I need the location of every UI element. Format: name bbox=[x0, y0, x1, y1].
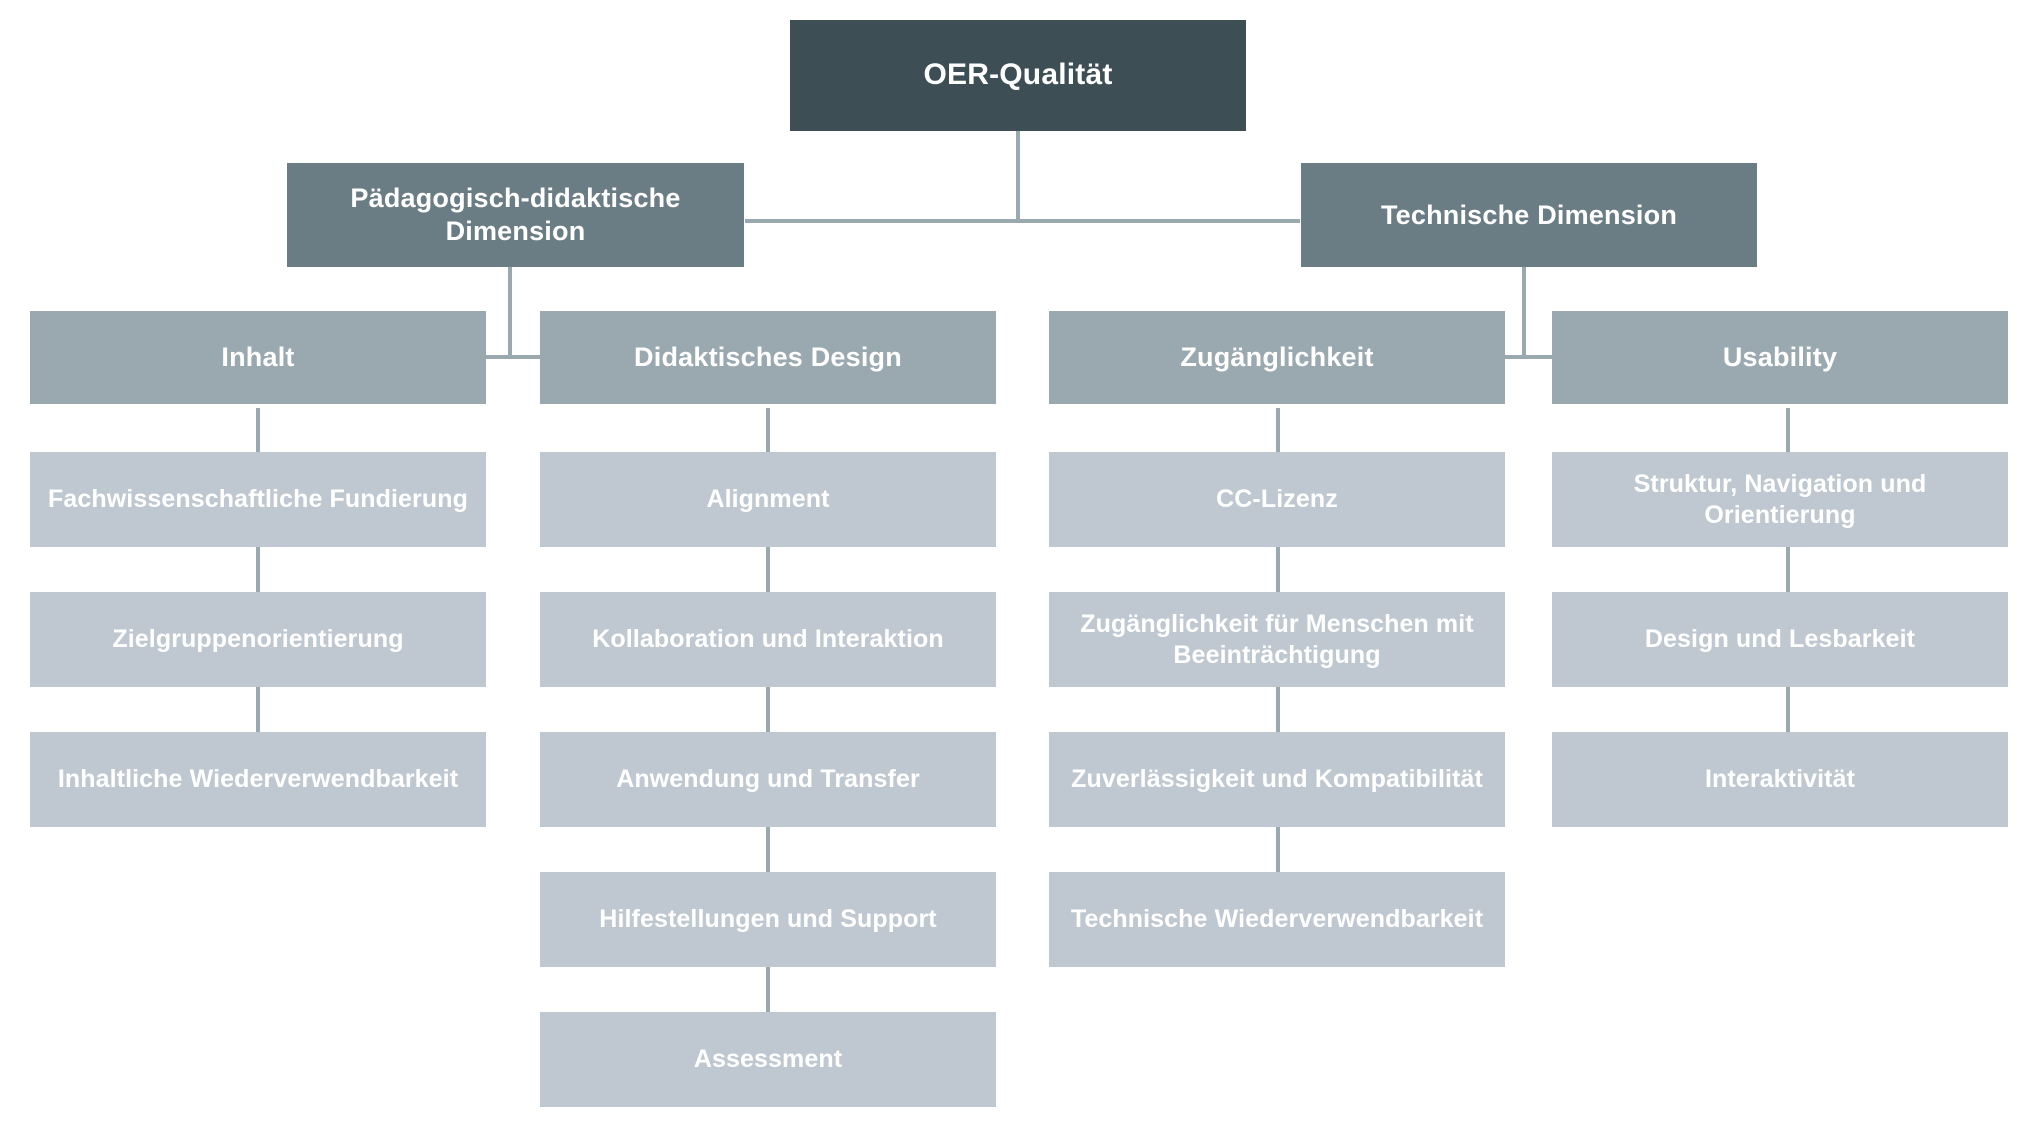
node-leaf-label: Anwendung und Transfer bbox=[616, 765, 920, 794]
node-root-label: OER-Qualität bbox=[923, 58, 1113, 92]
node-root-oer-qualitaet[interactable]: OER-Qualität bbox=[790, 20, 1246, 131]
node-leaf-label: Interaktivität bbox=[1704, 765, 1856, 794]
node-leaf-label: Zugänglichkeit für Menschen mit Beeinträ… bbox=[1080, 610, 1474, 669]
node-dimension-label: Technische Dimension bbox=[1380, 199, 1678, 230]
node-leaf-label: Alignment bbox=[706, 485, 830, 514]
node-leaf-assessment[interactable]: Assessment bbox=[540, 1012, 996, 1107]
node-leaf-label: Fachwissenschaftliche Fundierung bbox=[48, 485, 468, 514]
node-leaf-label: Hilfestellungen und Support bbox=[599, 905, 937, 934]
node-leaf-zugaenglichkeit-fuer-menschen-mit-beeintraechtigung[interactable]: Zugänglichkeit für Menschen mit Beeinträ… bbox=[1049, 592, 1505, 687]
node-leaf-alignment[interactable]: Alignment bbox=[540, 452, 996, 547]
node-leaf-label: Inhaltliche Wiederverwendbarkeit bbox=[57, 765, 459, 794]
node-category-usability[interactable]: Usability bbox=[1552, 311, 2008, 404]
node-leaf-label: Kollaboration und Interaktion bbox=[592, 625, 944, 654]
node-leaf-interaktivitaet[interactable]: Interaktivität bbox=[1552, 732, 2008, 827]
node-category-label: Usability bbox=[1722, 342, 1838, 373]
node-leaf-label: Assessment bbox=[693, 1045, 843, 1074]
node-leaf-zuverlaessigkeit-und-kompatibilitaet[interactable]: Zuverlässigkeit und Kompatibilität bbox=[1049, 732, 1505, 827]
node-leaf-label: CC-Lizenz bbox=[1216, 485, 1338, 514]
node-leaf-inhaltliche-wiederverwendbarkeit[interactable]: Inhaltliche Wiederverwendbarkeit bbox=[30, 732, 486, 827]
node-category-label: Inhalt bbox=[221, 342, 295, 373]
node-category-label: Zugänglichkeit bbox=[1180, 342, 1374, 373]
node-dimension-technisch[interactable]: Technische Dimension bbox=[1301, 163, 1757, 267]
node-leaf-label: Technische Wiederverwendbarkeit bbox=[1070, 905, 1484, 934]
node-leaf-label: Design und Lesbarkeit bbox=[1644, 625, 1916, 654]
node-leaf-fachwissenschaftliche-fundierung[interactable]: Fachwissenschaftliche Fundierung bbox=[30, 452, 486, 547]
node-leaf-label: Zielgruppenorientierung bbox=[112, 625, 404, 654]
node-leaf-design-und-lesbarkeit[interactable]: Design und Lesbarkeit bbox=[1552, 592, 2008, 687]
node-dimension-label: Pädagogisch-didaktische Dimension bbox=[350, 183, 681, 246]
node-leaf-hilfestellungen-und-support[interactable]: Hilfestellungen und Support bbox=[540, 872, 996, 967]
node-dimension-paedagogisch-didaktisch[interactable]: Pädagogisch-didaktische Dimension bbox=[287, 163, 744, 267]
node-leaf-kollaboration-und-interaktion[interactable]: Kollaboration und Interaktion bbox=[540, 592, 996, 687]
node-leaf-struktur-navigation-und-orientierung[interactable]: Struktur, Navigation und Orientierung bbox=[1552, 452, 2008, 547]
node-category-didaktisches-design[interactable]: Didaktisches Design bbox=[540, 311, 996, 404]
node-category-inhalt[interactable]: Inhalt bbox=[30, 311, 486, 404]
node-category-zugaenglichkeit[interactable]: Zugänglichkeit bbox=[1049, 311, 1505, 404]
node-category-label: Didaktisches Design bbox=[634, 342, 902, 373]
node-leaf-label: Zuverlässigkeit und Kompatibilität bbox=[1071, 765, 1483, 794]
node-leaf-cc-lizenz[interactable]: CC-Lizenz bbox=[1049, 452, 1505, 547]
node-leaf-zielgruppenorientierung[interactable]: Zielgruppenorientierung bbox=[30, 592, 486, 687]
node-leaf-anwendung-und-transfer[interactable]: Anwendung und Transfer bbox=[540, 732, 996, 827]
node-leaf-label: Struktur, Navigation und Orientierung bbox=[1633, 470, 1927, 529]
node-leaf-technische-wiederverwendbarkeit[interactable]: Technische Wiederverwendbarkeit bbox=[1049, 872, 1505, 967]
